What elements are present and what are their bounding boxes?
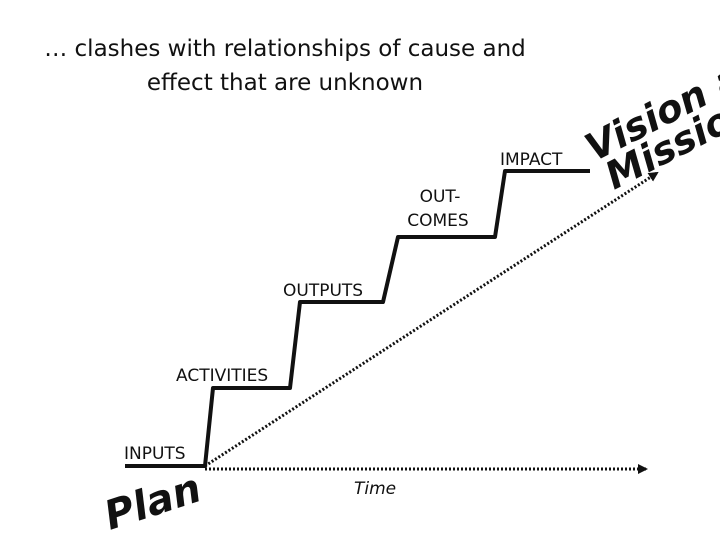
title-line-2: effect that are unknown [147, 70, 423, 96]
staircase-line [125, 169, 590, 468]
plan-word: Plan [99, 465, 207, 539]
time-axis-label: Time [354, 479, 396, 499]
stage-label-impact: IMPACT [500, 150, 563, 170]
diagonal-trend-arrow [204, 171, 659, 468]
stage-label-outcomes-2: COMES [407, 211, 468, 231]
stage-label-inputs: INPUTS [124, 444, 186, 464]
stage-label-outputs: OUTPUTS [283, 281, 363, 301]
stage-label-outcomes-1: OUT- [420, 187, 461, 207]
title-line-1: … clashes with relationships of cause an… [44, 36, 526, 62]
stage-label-activities: ACTIVITIES [176, 366, 268, 386]
